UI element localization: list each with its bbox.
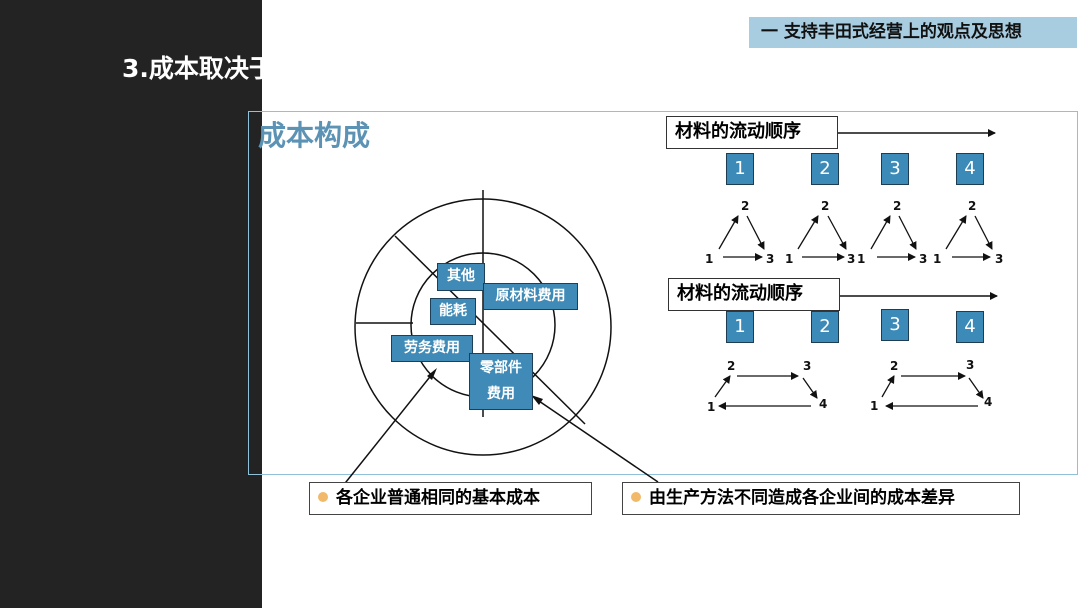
flow-title-bottom: 材料的流动顺序	[668, 278, 840, 311]
tri4-node-b: 2	[968, 199, 977, 213]
triangle-flow-1	[718, 215, 765, 261]
bullet-dot-icon	[631, 492, 641, 502]
triangle-flow-2	[797, 215, 847, 261]
tri2-node-b: 2	[821, 199, 830, 213]
quad1-node-a: 1	[707, 400, 716, 414]
segment-parts-line-2: 费用	[487, 386, 515, 402]
flow-bottom-step-3: 3	[881, 309, 909, 341]
quad1-node-b: 2	[727, 359, 736, 373]
pointer-cost-difference	[535, 398, 659, 483]
segment-energy: 能耗	[430, 298, 476, 325]
flow-title-top: 材料的流动顺序	[666, 116, 838, 149]
tri1-node-b: 2	[741, 199, 750, 213]
cost-composition-heading: 成本构成	[258, 119, 371, 152]
tri3-node-a: 1	[857, 252, 866, 266]
pointer-cost-difference-head	[531, 395, 543, 405]
flow-bottom-step-4: 4	[956, 311, 984, 343]
quad1-node-d: 4	[819, 397, 828, 411]
flow-top-step-3: 3	[881, 153, 909, 185]
callout-basic-cost: 各企业普通相同的基本成本	[309, 482, 592, 515]
pointer-basic-cost-head	[427, 368, 437, 380]
content-frame	[248, 111, 1078, 475]
slide-title-part-2: 于生产方法	[248, 54, 374, 83]
tri2-node-a: 1	[785, 252, 794, 266]
pointer-basic-cost	[341, 372, 434, 488]
circle-divider-diagonal	[394, 235, 586, 425]
flow-bottom-step-2: 2	[811, 311, 839, 343]
callout-cost-difference-text: 由生产方法不同造成各企业间的成本差异	[649, 488, 955, 508]
callout-cost-difference: 由生产方法不同造成各企业间的成本差异	[622, 482, 1020, 515]
segment-parts-line-1: 零部件	[480, 360, 522, 376]
slide-title: 3.成本取决于生产方法	[122, 52, 374, 86]
segment-raw-material: 原材料费用	[483, 283, 578, 310]
flow-top-step-4: 4	[956, 153, 984, 185]
quad-flow-2	[881, 372, 984, 410]
tri3-node-b: 2	[893, 199, 902, 213]
quad2-node-d: 4	[984, 395, 993, 409]
dark-side-panel	[0, 0, 262, 608]
callout-basic-cost-text: 各企业普通相同的基本成本	[336, 488, 540, 508]
segment-parts: 零部件 费用	[469, 353, 533, 410]
segment-other: 其他	[437, 263, 485, 291]
segment-labor: 劳务费用	[391, 335, 473, 362]
quad2-node-b: 2	[890, 359, 899, 373]
tri4-node-a: 1	[933, 252, 942, 266]
quad-flow-1	[714, 372, 818, 410]
quad2-node-c: 3	[966, 358, 975, 372]
flow-top-step-2: 2	[811, 153, 839, 185]
tri4-node-c: 3	[995, 252, 1004, 266]
quad2-node-a: 1	[870, 399, 879, 413]
slide-title-part-1: 3.成本取决	[122, 54, 249, 83]
tri3-node-c: 3	[919, 252, 928, 266]
quad1-node-c: 3	[803, 359, 812, 373]
tri2-node-c: 3	[847, 252, 856, 266]
bullet-dot-icon	[318, 492, 328, 502]
flow-bottom-step-1: 1	[726, 311, 754, 343]
triangle-flow-3	[870, 215, 917, 261]
tri1-node-a: 1	[705, 252, 714, 266]
tri1-node-c: 3	[766, 252, 775, 266]
flow-top-step-1: 1	[726, 153, 754, 185]
section-header-tag: 一 支持丰田式经营上的观点及思想	[749, 17, 1077, 48]
triangle-flow-4	[945, 215, 993, 261]
